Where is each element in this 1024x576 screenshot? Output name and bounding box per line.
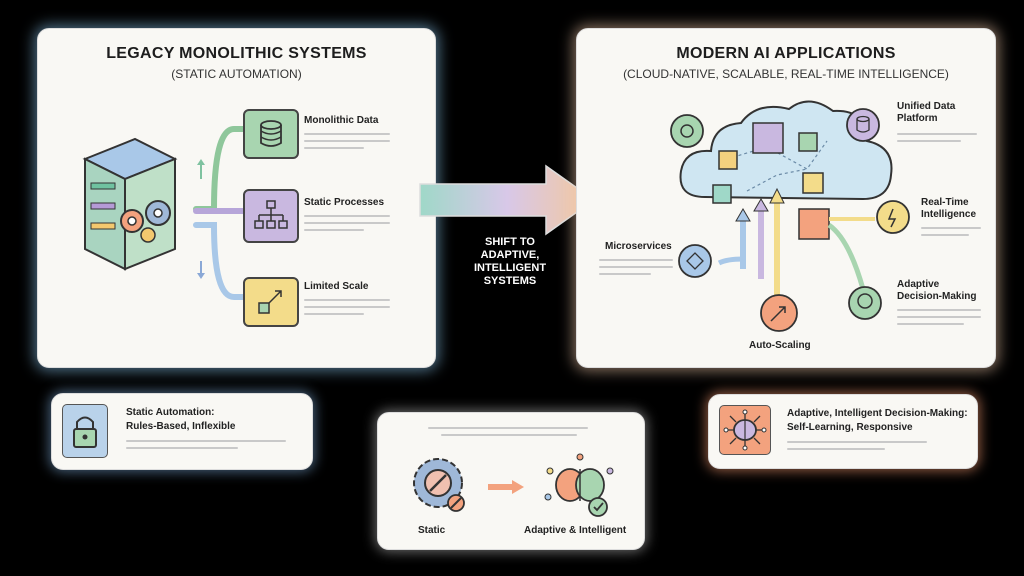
brain-network-icon [723, 409, 767, 451]
adaptive-card-text: Adaptive, Intelligent Decision-Making: S… [787, 407, 968, 435]
adaptive-decision-label: Adaptive Decision-Making [897, 279, 976, 303]
scale-icon [258, 290, 282, 314]
static-automation-card: Static Automation: Rules-Based, Inflexib… [51, 393, 313, 470]
cloud-diagram [670, 100, 910, 332]
placeholder-lines [787, 441, 927, 455]
placeholder-lines [921, 227, 981, 241]
arrow-right-icon [488, 480, 524, 494]
hierarchy-icon-tile [243, 189, 299, 243]
shift-text: SHIFT TO ADAPTIVE, INTELLIGENT SYSTEMS [462, 236, 558, 288]
card-line: Self-Learning, Responsive [787, 422, 913, 433]
modern-title: MODERN AI APPLICATIONS [676, 45, 896, 62]
label-line: Intelligence [921, 209, 977, 220]
database-icon-tile [243, 109, 299, 159]
adaptive-brain-icon [544, 453, 614, 517]
legacy-item-label: Limited Scale [304, 281, 369, 292]
placeholder-lines [126, 440, 286, 454]
placeholder-lines [304, 133, 390, 154]
gear-icon [120, 200, 171, 243]
brain-network-icon-tile [719, 405, 771, 455]
legacy-systems-panel: LEGACY MONOLITHIC SYSTEMS (STATIC AUTOMA… [37, 28, 436, 368]
placeholder-lines [428, 427, 588, 441]
static-card-text: Static Automation: Rules-Based, Inflexib… [126, 406, 235, 434]
label-line: Adaptive [897, 279, 940, 290]
database-icon [260, 120, 282, 147]
auto-scaling-label: Auto-Scaling [749, 340, 811, 351]
card-line: Static Automation: [126, 407, 215, 418]
legacy-connectors [193, 126, 246, 300]
legacy-item-label: Static Processes [304, 197, 385, 208]
shift-text-line: SHIFT TO [485, 236, 535, 248]
legacy-subtitle: (STATIC AUTOMATION) [171, 67, 302, 81]
label-line: Unified Data [897, 101, 956, 112]
microservices-label: Microservices [605, 241, 672, 252]
adaptive-decision-card: Adaptive, Intelligent Decision-Making: S… [708, 394, 978, 469]
shift-arrow [419, 164, 596, 236]
placeholder-lines [897, 309, 981, 330]
hierarchy-icon [254, 200, 288, 229]
shift-text-line: ADAPTIVE, [480, 249, 540, 261]
label-line: Platform [897, 113, 938, 124]
unified-data-label: Unified Data Platform [897, 101, 955, 125]
scale-icon-tile [243, 277, 299, 327]
label-line: Decision-Making [897, 291, 977, 302]
card-line: Adaptive, Intelligent Decision-Making: [787, 408, 968, 419]
adaptive-intelligent-label: Adaptive & Intelligent [524, 525, 627, 536]
card-line: Rules-Based, Inflexible [126, 421, 236, 432]
shift-text-line: SYSTEMS [483, 275, 537, 287]
legacy-item-label: Monolithic Data [304, 115, 379, 126]
placeholder-lines [897, 133, 977, 147]
modern-ai-panel: MODERN AI APPLICATIONS (CLOUD-NATIVE, SC… [576, 28, 996, 368]
shift-text-line: INTELLIGENT [473, 262, 547, 274]
placeholder-lines [599, 259, 673, 280]
static-label: Static [418, 525, 446, 536]
static-gear-icon [413, 458, 465, 512]
modern-subtitle: (CLOUD-NATIVE, SCALABLE, REAL-TIME INTEL… [623, 67, 949, 81]
placeholder-lines [304, 215, 390, 236]
real-time-label: Real-Time Intelligence [921, 197, 976, 221]
static-vs-adaptive-card: Static Adaptive & Intelligent [377, 412, 645, 550]
placeholder-lines [304, 299, 390, 320]
lock-icon-tile [62, 404, 108, 458]
server-illustration [82, 137, 178, 271]
lock-icon [73, 416, 97, 448]
label-line: Real-Time [921, 197, 969, 208]
legacy-title: LEGACY MONOLITHIC SYSTEMS [106, 45, 367, 62]
